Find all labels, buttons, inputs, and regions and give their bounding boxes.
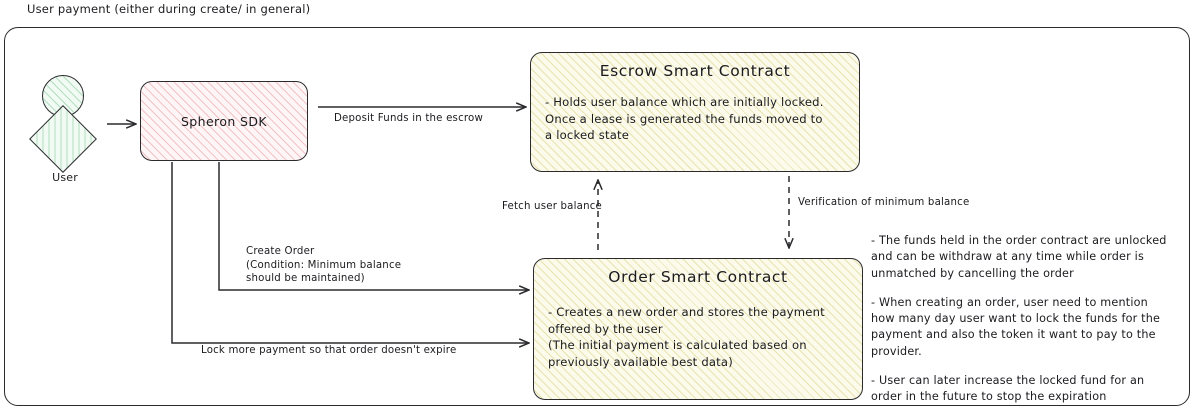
side-note-item: - User can later increase the locked fun… — [871, 374, 1145, 404]
node-order-body: - Creates a new order and stores the pay… — [548, 305, 825, 369]
node-spheron-sdk-title: Spheron SDK — [180, 113, 268, 129]
person-body-diamond-icon — [29, 105, 97, 173]
node-order-smart-contract[interactable]: Order Smart Contract - Creates a new ord… — [533, 258, 863, 400]
node-spheron-sdk[interactable]: Spheron SDK — [140, 81, 308, 161]
side-note-item: - The funds held in the order contract a… — [871, 234, 1167, 280]
user-label: User — [52, 171, 78, 184]
node-escrow-body: - Holds user balance which are initially… — [545, 95, 824, 142]
node-escrow-smart-contract[interactable]: Escrow Smart Contract - Holds user balan… — [530, 52, 860, 172]
side-notes-list: - The funds held in the order contract a… — [871, 233, 1193, 406]
outer-boundary-frame — [4, 27, 1190, 406]
node-order-title: Order Smart Contract — [608, 268, 788, 286]
user-actor: User — [28, 75, 102, 185]
diagram-title: User payment (either during create/ in g… — [27, 2, 311, 16]
side-note-item: - When creating an order, user need to m… — [871, 295, 1161, 358]
edge-label-lock-more-payment: Lock more payment so that order doesn't … — [201, 345, 457, 356]
edge-label-create-order: Create Order (Condition: Minimum balance… — [246, 246, 402, 284]
edge-label-deposit-funds: Deposit Funds in the escrow — [334, 113, 483, 124]
edge-label-fetch-user-balance: Fetch user balance — [502, 201, 603, 212]
node-escrow-title: Escrow Smart Contract — [599, 62, 791, 80]
edge-label-verification-minimum-balance: Verification of minimum balance — [798, 197, 970, 208]
